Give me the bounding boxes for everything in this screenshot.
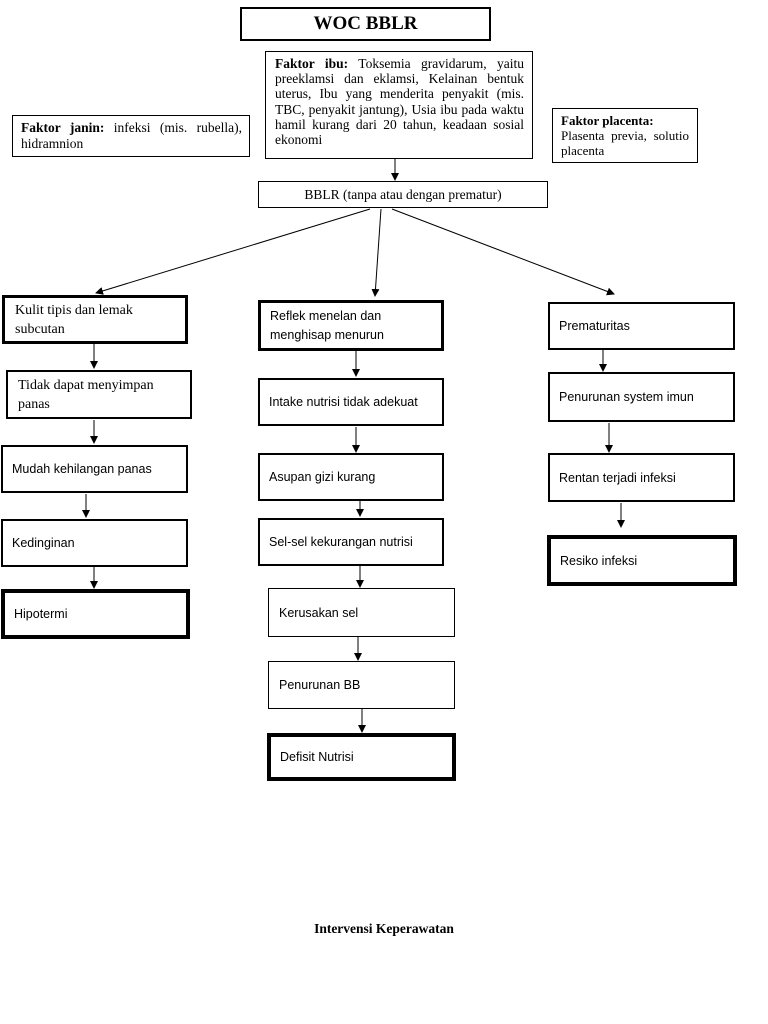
node-sel-sel-kekurangan: Sel-sel kekurangan nutrisi — [258, 518, 444, 566]
arrow-bblr-to-mid — [371, 208, 382, 297]
node-reflek-menelan: Reflek menelan dan menghisap menurun — [258, 300, 444, 351]
title-box: WOC BBLR — [240, 7, 491, 41]
node-kulit-tipis: Kulit tipis dan lemak subcutan — [2, 295, 188, 344]
page-title: WOC BBLR — [313, 13, 418, 34]
node-tidak-dapat-menyimpan-panas: Tidak dapat menyimpan panas — [6, 370, 192, 419]
faktor-janin-text: Faktor janin: infeksi (mis. rubella), hi… — [21, 120, 242, 151]
faktor-ibu-text: Faktor ibu: Toksemia gravidarum, yaitu p… — [275, 56, 524, 147]
node-hipotermi: Hipotermi — [1, 589, 190, 639]
node-asupan-gizi: Asupan gizi kurang — [258, 453, 444, 501]
node-prematuritas: Prematuritas — [548, 302, 735, 350]
node-mudah-kehilangan-panas: Mudah kehilangan panas — [1, 445, 188, 493]
node-kerusakan-sel: Kerusakan sel — [268, 588, 455, 637]
faktor-ibu-desc: Toksemia gravidarum, yaitu preeklamsi da… — [275, 56, 524, 148]
faktor-janin-box: Faktor janin: infeksi (mis. rubella), hi… — [12, 115, 250, 157]
faktor-janin-desc: infeksi (mis. rubella), hidramnion — [21, 120, 242, 151]
arrow-bblr-to-left — [95, 208, 371, 295]
node-penurunan-system-imun: Penurunan system imun — [548, 372, 735, 422]
bblr-label: BBLR (tanpa atau dengan prematur) — [304, 186, 502, 202]
node-resiko-infeksi: Resiko infeksi — [547, 535, 737, 586]
faktor-placenta-label: Faktor placenta: — [561, 113, 654, 128]
faktor-placenta-desc: Plasenta previa, solutio placenta — [561, 128, 689, 158]
faktor-placenta-box: Faktor placenta: Plasenta previa, soluti… — [552, 108, 698, 163]
node-rentan-infeksi: Rentan terjadi infeksi — [548, 453, 735, 502]
node-defisit-nutrisi: Defisit Nutrisi — [267, 733, 456, 781]
footer-heading: Intervensi Keperawatan — [314, 921, 454, 936]
node-intake-nutrisi: Intake nutrisi tidak adekuat — [258, 378, 444, 426]
bblr-box: BBLR (tanpa atau dengan prematur) — [258, 181, 548, 208]
faktor-janin-label: Faktor janin: — [21, 120, 105, 135]
node-penurunan-bb: Penurunan BB — [268, 661, 455, 709]
faktor-ibu-label: Faktor ibu: — [275, 56, 349, 71]
faktor-ibu-box: Faktor ibu: Toksemia gravidarum, yaitu p… — [265, 51, 533, 159]
node-kedinginan: Kedinginan — [1, 519, 188, 567]
arrow-bblr-to-right — [391, 208, 615, 296]
